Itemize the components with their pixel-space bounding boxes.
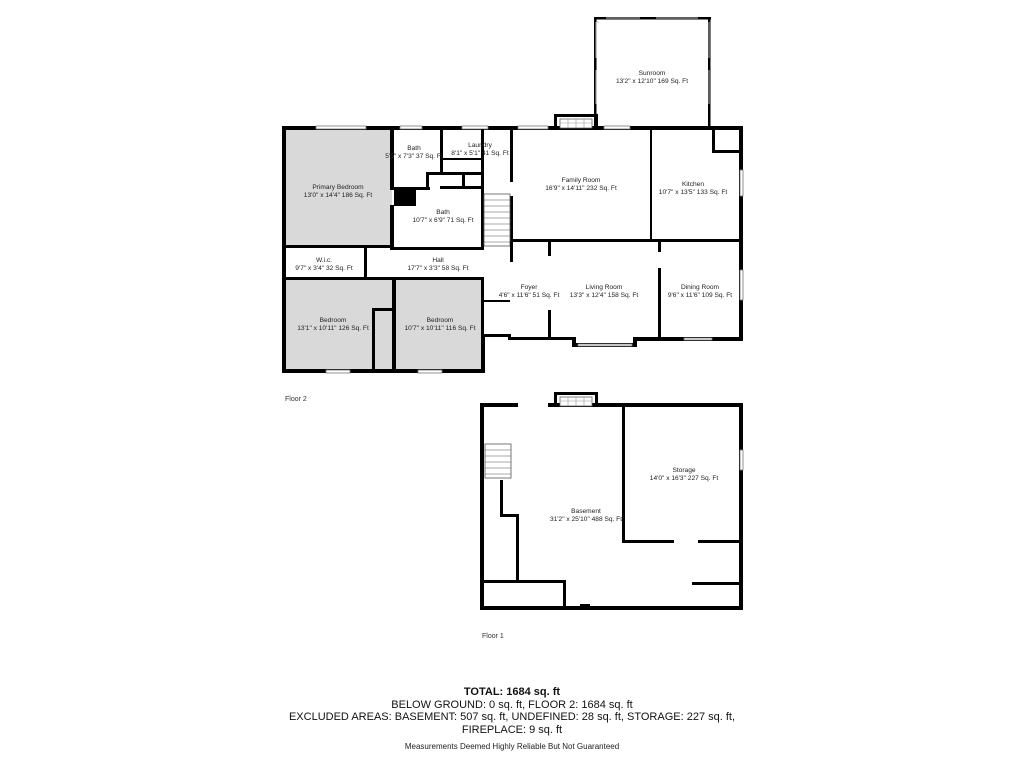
bath1-dims: 5'5" x 7'3" 37 Sq. Ft — [385, 153, 443, 160]
bedroom-2-dims: 10'7" x 10'11" 116 Sq. Ft — [404, 325, 475, 332]
basement-name: Basement — [571, 508, 601, 515]
bath2-dims: 10'7" x 6'9" 71 Sq. Ft — [412, 217, 473, 224]
bedroom-1-name: Bedroom — [320, 317, 347, 324]
living-room-dims: 13'3" x 12'4" 158 Sq. Ft — [570, 292, 639, 299]
family-room-dims: 16'9" x 14'11" 232 Sq. Ft — [545, 185, 617, 192]
wic-dims: 9'7" x 3'4" 32 Sq. Ft — [295, 265, 353, 272]
bedroom-2-name: Bedroom — [427, 317, 454, 324]
storage-dims: 14'0" x 16'3" 227 Sq. Ft — [650, 475, 719, 482]
floor-1-walls — [480, 392, 744, 610]
bedroom-2-fill — [396, 280, 482, 370]
kitchen-dims: 10'7" x 13'5" 133 Sq. Ft — [659, 189, 728, 196]
floor-1-label: Floor 1 — [482, 633, 504, 640]
hall-dims: 17'7" x 3'3" 58 Sq. Ft — [407, 265, 468, 272]
basement-dims: 31'2" x 25'10" 488 Sq. Ft — [550, 516, 622, 523]
family-room-name: Family Room — [562, 177, 601, 184]
summary-line-1: BELOW GROUND: 0 sq. ft, FLOOR 2: 1684 sq… — [391, 698, 633, 711]
foyer-name: Foyer — [521, 284, 539, 291]
storage-name: Storage — [672, 467, 695, 474]
laundry-name: Laundry — [468, 142, 493, 149]
floor-2-interior-walls — [282, 129, 743, 373]
summary-line-3: FIREPLACE: 9 sq. ft — [461, 723, 563, 736]
dining-room-dims: 9'6" x 11'6" 109 Sq. Ft — [668, 292, 732, 299]
sunroom-walls — [594, 17, 711, 129]
sunroom-name: Sunroom — [639, 70, 666, 77]
area-summary: TOTAL: 1684 sq. ft BELOW GROUND: 0 sq. f… — [0, 686, 1024, 736]
hall-name: Hall — [432, 257, 444, 264]
sunroom-dims: 13'2" x 12'10" 169 Sq. Ft — [616, 78, 688, 85]
bath2-name: Bath — [436, 209, 450, 216]
dining-room-name: Dining Room — [681, 284, 720, 291]
total-area: TOTAL: 1684 sq. ft — [463, 686, 561, 698]
bath1-name: Bath — [407, 145, 421, 152]
floor-2-label: Floor 2 — [285, 396, 307, 403]
wic-name: W.i.c. — [316, 257, 332, 264]
bedroom-1-dims: 13'1" x 10'11" 126 Sq. Ft — [297, 325, 369, 332]
living-room-name: Living Room — [586, 284, 623, 291]
primary-bedroom-name: Primary Bedroom — [312, 184, 364, 191]
disclaimer: Measurements Deemed Highly Reliable But … — [404, 742, 620, 751]
summary-line-2: EXCLUDED AREAS: BASEMENT: 507 sq. ft, UN… — [288, 711, 736, 723]
foyer-dims: 4'6" x 11'6" 51 Sq. Ft — [499, 292, 560, 299]
floor-1-plan: Storage 14'0" x 16'3" 227 Sq. Ft Basemen… — [480, 392, 744, 640]
primary-bedroom-fill — [285, 129, 392, 247]
kitchen-name: Kitchen — [682, 181, 704, 188]
floor-2-plan: Sunroom 13'2" x 12'10" 169 Sq. Ft Primar… — [282, 17, 744, 403]
floor-2-windows — [315, 125, 744, 374]
laundry-dims: 8'1" x 5'1" 41 Sq. Ft — [451, 150, 509, 157]
primary-bedroom-dims: 13'0" x 14'4" 186 Sq. Ft — [304, 192, 373, 199]
